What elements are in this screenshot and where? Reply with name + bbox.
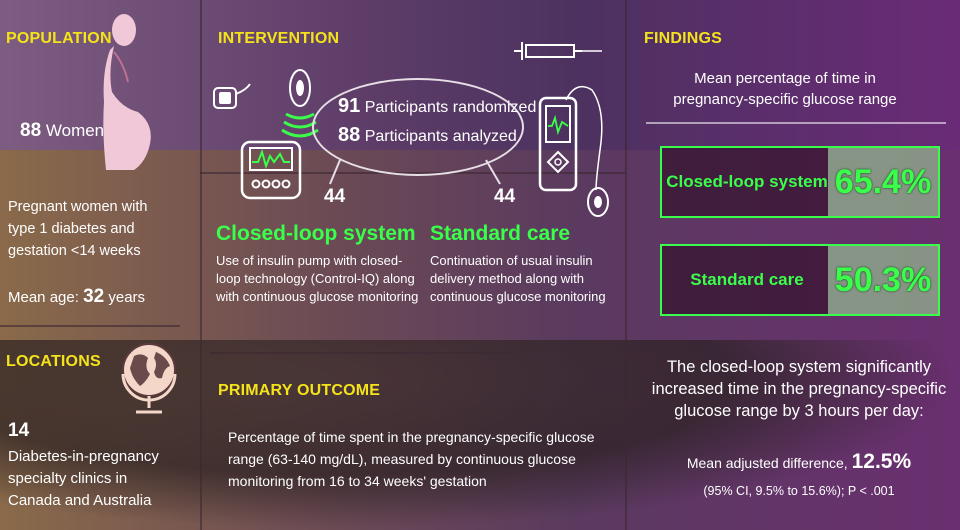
analyzed-line: 88 Participants analyzed [338,124,517,147]
closed-loop-title: Closed-loop system [216,222,416,245]
women-label: Women [45,121,105,140]
locations-heading: LOCATIONS [6,353,101,370]
globe-icon [121,343,177,414]
closed-loop-result-label: Closed-loop system [666,172,828,191]
women-count: 88 [20,120,42,141]
standard-description: Continuation of usual insulin delivery m… [430,253,606,304]
mean-adjusted-difference: Mean adjusted difference, 12.5% [640,450,958,474]
locations-count: 14 [8,420,30,441]
mean-age-value: 32 [83,286,105,307]
standard-n: 44 [494,186,516,207]
pregnant-woman-icon [103,14,151,170]
closed-loop-n: 44 [324,186,346,207]
intervention-heading: INTERVENTION [218,30,340,47]
mean-age-label: Mean age: [8,289,79,306]
standard-result-value: 50.3% [828,246,938,314]
findings-header: Mean percentage of time in pregnancy-spe… [673,70,897,108]
insulin-pump-icon [240,140,302,200]
phone-pump-icon [538,85,609,217]
mad-label: Mean adjusted difference, [686,455,848,471]
analyzed-count: 88 [338,124,361,146]
syringe-icon [514,42,602,60]
closed-loop-result: Closed-loop system 65.4% [660,146,940,218]
section-divider [0,325,180,327]
primary-outcome-description: Percentage of time spent in the pregnanc… [228,429,595,489]
mean-age-line: Mean age: 32 years [8,286,145,308]
section-divider [210,352,510,354]
confidence-interval: (95% CI, 9.5% to 15.6%); P < .001 [703,484,895,498]
standard-result-label: Standard care [690,270,804,289]
mean-age-unit: years [108,289,146,306]
population-criteria: Pregnant women with type 1 diabetes and … [8,199,148,259]
randomized-count: 91 [338,95,361,117]
findings-rule [646,122,946,124]
participants-ellipse [312,78,524,176]
closed-loop-result-value: 65.4% [828,148,938,216]
closed-loop-description: Use of insulin pump with closed-loop tec… [216,253,419,304]
population-heading: POPULATION [6,30,112,47]
standard-result: Standard care 50.3% [660,244,940,316]
locations-description: Diabetes-in-pregnancy specialty clinics … [8,448,159,509]
column-divider [625,0,627,530]
analyzed-label: Participants analyzed [364,128,517,145]
findings-conclusion: The closed-loop system significantly inc… [651,358,947,420]
women-count-line: 88 Women [20,120,104,142]
branch-lines [329,159,501,185]
findings-heading: FINDINGS [644,30,723,47]
randomized-line: 91 Participants randomized [338,95,536,118]
randomized-label: Participants randomized [364,99,537,116]
standard-title: Standard care [430,222,571,245]
primary-outcome-heading: PRIMARY OUTCOME [218,382,381,399]
mad-value: 12.5% [851,450,912,473]
cgm-sensor-icon [213,83,251,109]
column-divider [200,0,202,530]
